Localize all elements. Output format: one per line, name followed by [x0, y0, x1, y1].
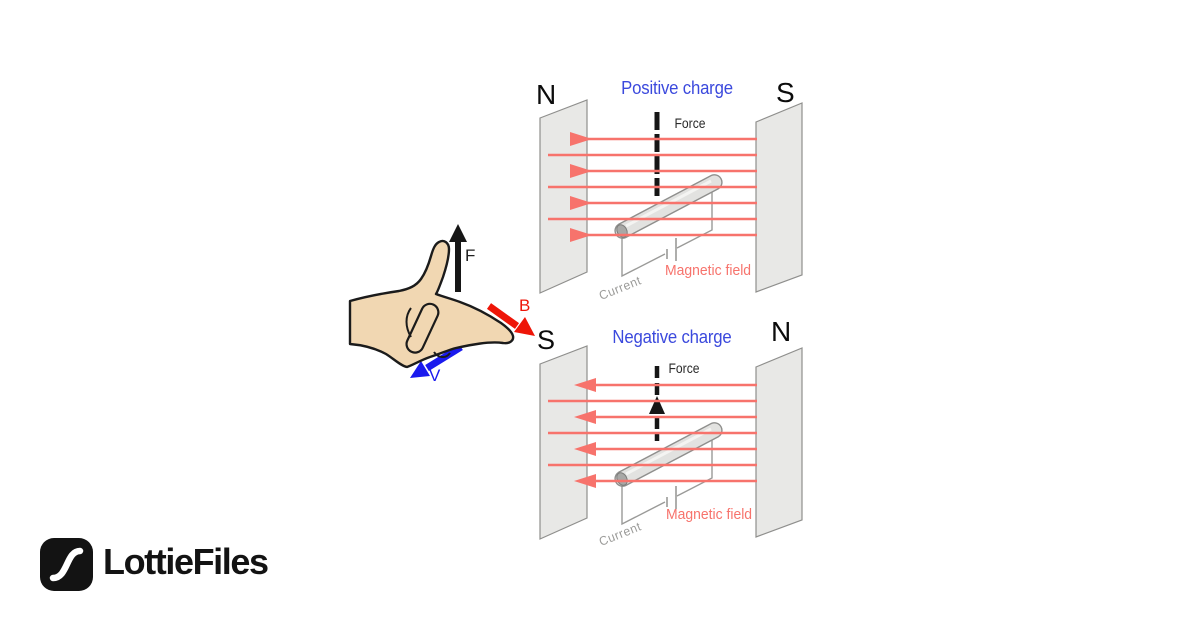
negative-charge-title: Negative charge	[612, 327, 732, 347]
lottie-curve-icon	[49, 547, 84, 582]
field-line-arrowhead	[574, 378, 596, 392]
field-line-arrowhead	[570, 164, 592, 178]
magnetic-field-vector-label: B	[519, 296, 531, 315]
positive-charge-title: Positive charge	[621, 78, 733, 98]
north-plate	[755, 347, 803, 538]
right-hand-rule-hand	[348, 224, 535, 378]
field-line-arrowhead	[574, 410, 596, 424]
force-label-bottom: Force	[668, 361, 700, 376]
field-line-arrowhead	[570, 132, 592, 146]
force-label-top: Force	[674, 116, 706, 131]
force-vector-label: F	[465, 246, 476, 265]
battery-symbol	[666, 238, 677, 261]
magnetic-field-vector-arrow	[486, 303, 535, 336]
south-plate	[755, 102, 803, 293]
field-lines	[548, 132, 757, 242]
negative-charge-diagram	[539, 345, 803, 540]
force-vector-arrow	[449, 224, 467, 292]
conductor-rod	[614, 174, 723, 239]
velocity-vector-label: V	[429, 366, 441, 385]
magnetic-field-label-top: Magnetic field	[665, 262, 752, 279]
logo-wordmark: LottieFiles	[103, 541, 269, 582]
circuit-wire	[621, 186, 713, 278]
field-lines	[548, 378, 757, 488]
pole-label-s-bottom: S	[537, 325, 556, 355]
field-line-arrowhead	[570, 228, 592, 242]
pole-label-n-top: N	[536, 79, 557, 110]
north-plate	[539, 99, 588, 294]
pole-label-n-bottom: N	[771, 316, 792, 347]
field-line-arrowhead	[574, 442, 596, 456]
field-line-arrowhead	[574, 474, 596, 488]
positive-charge-diagram	[539, 99, 803, 294]
folded-finger	[405, 302, 440, 354]
knuckle-bump	[433, 351, 451, 358]
force-arrowhead	[649, 396, 665, 414]
battery-symbol	[666, 486, 677, 509]
field-line-arrowhead	[570, 196, 592, 210]
force-arrow	[649, 366, 665, 441]
finger-crease	[405, 307, 412, 338]
lottiefiles-logo	[40, 538, 93, 591]
south-plate	[539, 345, 588, 540]
pole-label-s-top: S	[776, 77, 795, 108]
magnetic-field-label-bottom: Magnetic field	[666, 506, 753, 523]
